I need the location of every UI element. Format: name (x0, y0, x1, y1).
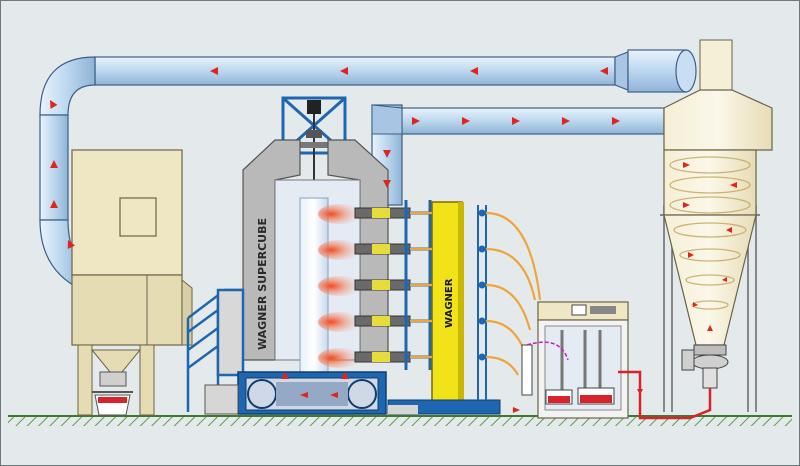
powder-hoses (410, 211, 542, 376)
airflow-arrows (50, 67, 737, 413)
powder-center (521, 301, 629, 419)
cyclone-separator (660, 39, 773, 412)
powder-return-line (618, 370, 712, 420)
powder-spray-clouds (318, 204, 362, 368)
tower-logo: WAGNER (444, 278, 455, 328)
floor (8, 415, 792, 426)
booth-logo: WAGNER SUPERCUBE (256, 218, 269, 350)
cartridge-filter-unit (71, 149, 193, 416)
spray-booth: WAGNER SUPERCUBE (186, 96, 389, 415)
